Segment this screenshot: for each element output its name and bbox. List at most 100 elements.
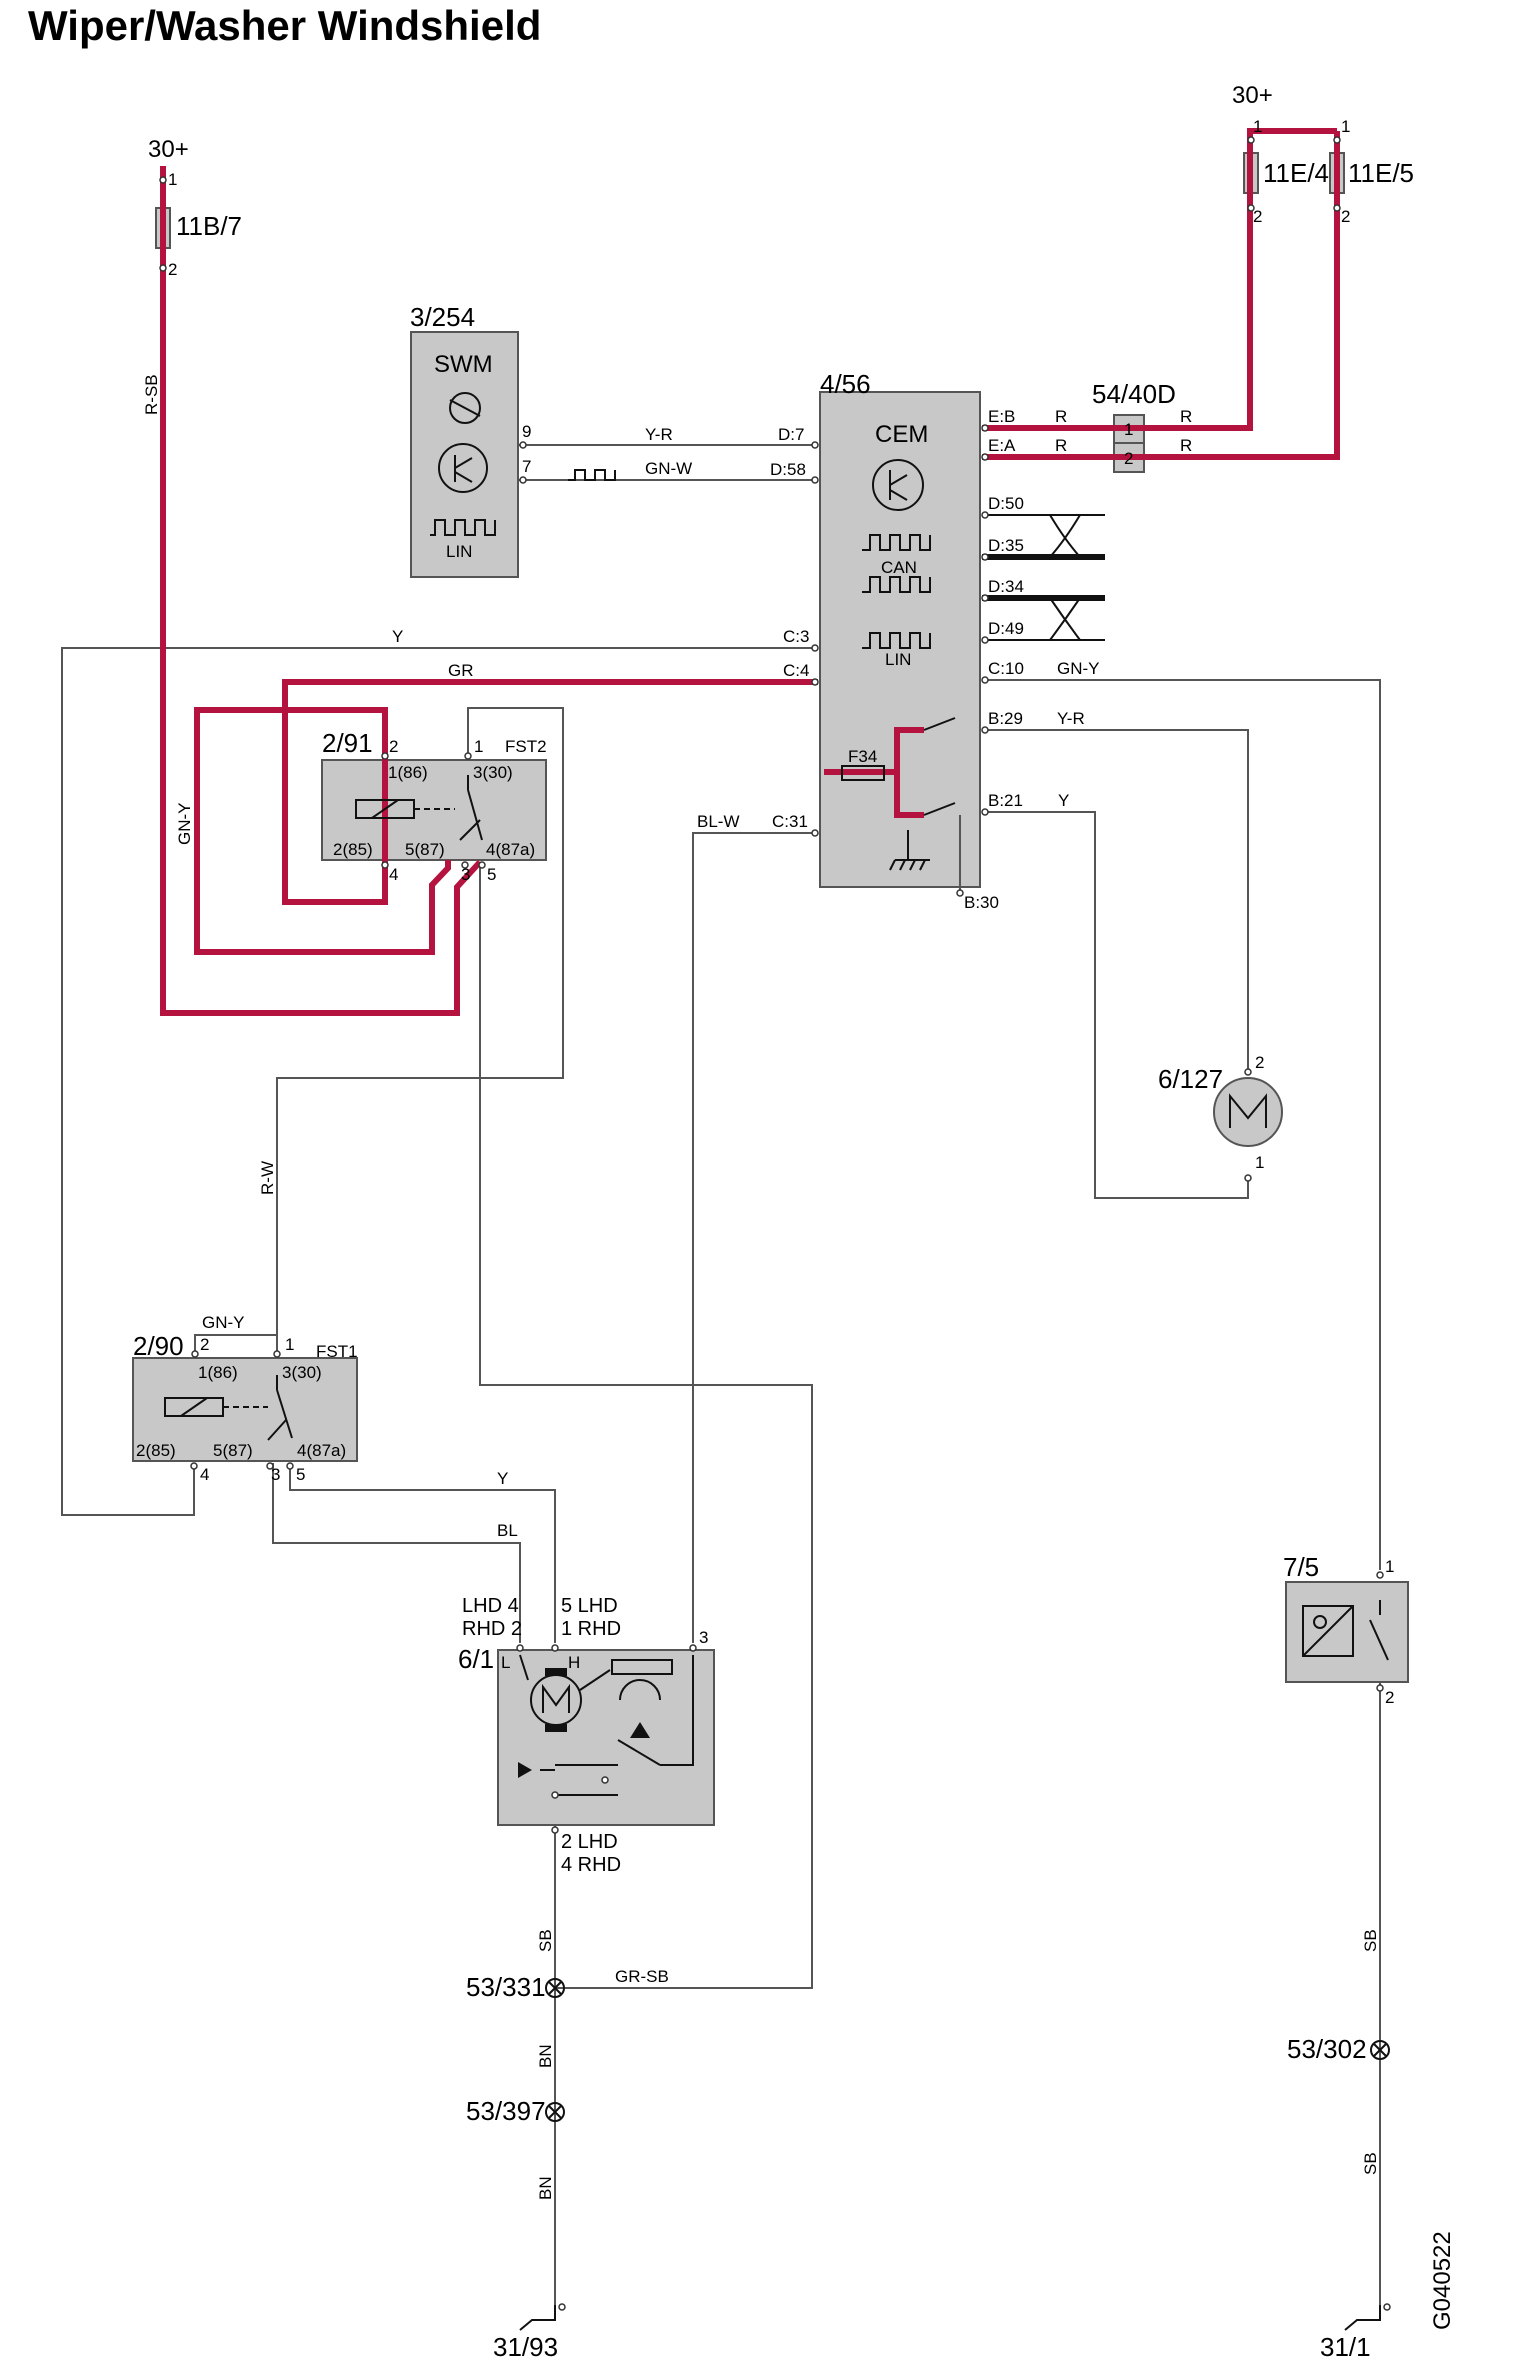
svg-text:FST1: FST1 xyxy=(316,1342,358,1361)
wire-bl-w xyxy=(692,832,818,1643)
svg-text:R-SB: R-SB xyxy=(142,374,161,415)
wiper-motor-box xyxy=(497,1649,715,1826)
svg-text:2: 2 xyxy=(200,1335,209,1354)
power-left-label: 30+ xyxy=(148,136,189,163)
fuse-11e4-label: 11E/4 xyxy=(1263,158,1329,188)
fuse-11b7-label: 11B/7 xyxy=(176,211,242,241)
svg-text:R: R xyxy=(1055,407,1067,426)
svg-text:LIN: LIN xyxy=(446,542,472,561)
ground-53-331: 53/331 xyxy=(466,1972,546,2002)
svg-text:B:21: B:21 xyxy=(988,791,1023,810)
cem-name: CEM xyxy=(875,421,928,448)
wire-y-motor xyxy=(289,1463,556,1643)
svg-text:BL: BL xyxy=(497,1521,518,1540)
svg-text:7: 7 xyxy=(522,457,531,476)
svg-text:Y-R: Y-R xyxy=(645,425,673,444)
svg-text:BN: BN xyxy=(536,2044,555,2068)
svg-text:F34: F34 xyxy=(848,747,877,766)
diagram-title: Wiper/Washer Windshield xyxy=(28,2,541,49)
relay-fst1-box xyxy=(132,1357,358,1462)
svg-text:B:29: B:29 xyxy=(988,709,1023,728)
svg-text:Y-R: Y-R xyxy=(1057,709,1085,728)
wire-r-w xyxy=(276,707,564,1355)
svg-text:1: 1 xyxy=(1341,117,1350,136)
svg-text:4 RHD: 4 RHD xyxy=(561,1854,621,1876)
svg-text:R: R xyxy=(1180,436,1192,455)
ground-53-397: 53/397 xyxy=(466,2096,546,2126)
wire-y-b21 xyxy=(982,811,1249,1199)
svg-text:GN-Y: GN-Y xyxy=(202,1313,245,1332)
svg-text:GR-SB: GR-SB xyxy=(615,1967,669,1986)
gn-w-signal-icon xyxy=(568,469,616,481)
wire-gn-y-c10 xyxy=(982,679,1381,1570)
svg-text:3(30): 3(30) xyxy=(282,1363,322,1382)
svg-text:5 LHD: 5 LHD xyxy=(561,1595,618,1617)
swm-name: SWM xyxy=(434,351,493,378)
svg-text:L: L xyxy=(501,1653,510,1672)
svg-text:FST2: FST2 xyxy=(505,737,547,756)
svg-text:SB: SB xyxy=(536,1929,555,1952)
cem-symbols xyxy=(841,459,956,871)
svg-text:1: 1 xyxy=(1255,1153,1264,1172)
svg-text:BN: BN xyxy=(536,2176,555,2200)
svg-text:R-W: R-W xyxy=(258,1161,277,1195)
svg-text:D:7: D:7 xyxy=(778,425,804,444)
relay-fst2-symbols xyxy=(355,775,483,841)
swm-id: 3/254 xyxy=(410,302,475,332)
svg-text:RHD 2: RHD 2 xyxy=(462,1618,522,1640)
washer-pump-id: 6/127 xyxy=(1158,1064,1223,1094)
wire-gr-sb xyxy=(479,862,813,1989)
relay-fst1-symbols xyxy=(164,1375,293,1441)
svg-text:5(87): 5(87) xyxy=(405,840,445,859)
svg-text:D:34: D:34 xyxy=(988,577,1024,596)
svg-text:2: 2 xyxy=(168,260,177,279)
pins xyxy=(159,136,1384,1834)
connector-id: 54/40D xyxy=(1092,379,1176,409)
svg-text:C:10: C:10 xyxy=(988,659,1024,678)
relay-fst2-id: 2/91 xyxy=(322,728,373,758)
svg-text:LIN: LIN xyxy=(885,650,911,669)
reference-code: G040522 xyxy=(1429,2231,1456,2330)
wire-gn-y-fst1 xyxy=(194,1334,278,1356)
svg-text:3: 3 xyxy=(271,1465,280,1484)
svg-text:2: 2 xyxy=(1253,207,1262,226)
svg-text:1(86): 1(86) xyxy=(198,1363,238,1382)
svg-text:3(30): 3(30) xyxy=(473,763,513,782)
relay-fst1-id: 2/90 xyxy=(133,1331,184,1361)
svg-text:1: 1 xyxy=(1253,117,1262,136)
svg-text:E:A: E:A xyxy=(988,436,1016,455)
svg-text:2 LHD: 2 LHD xyxy=(561,1831,618,1853)
svg-text:2(85): 2(85) xyxy=(136,1441,176,1460)
wire-r-eb xyxy=(982,128,1337,431)
svg-text:1(86): 1(86) xyxy=(388,763,428,782)
swm-symbols xyxy=(430,392,496,536)
cem-f34-path xyxy=(824,727,924,775)
svg-text:D:49: D:49 xyxy=(988,619,1024,638)
wiper-motor-id: 6/1 xyxy=(458,1644,494,1674)
svg-text:Y: Y xyxy=(497,1469,508,1488)
svg-text:5(87): 5(87) xyxy=(213,1441,253,1460)
svg-text:1: 1 xyxy=(168,170,177,189)
power-right-label: 30+ xyxy=(1232,82,1273,109)
svg-text:4(87a): 4(87a) xyxy=(486,840,535,859)
wire-y-r-b29 xyxy=(982,729,1249,1070)
switch-75-box xyxy=(1285,1581,1409,1683)
washer-pump-motor xyxy=(1213,1077,1283,1147)
wire-r-sb xyxy=(160,166,483,1016)
svg-text:GN-W: GN-W xyxy=(645,459,692,478)
svg-text:R: R xyxy=(1180,407,1192,426)
svg-text:C:4: C:4 xyxy=(783,661,809,680)
svg-text:R: R xyxy=(1055,436,1067,455)
wire-y-c3 xyxy=(61,647,818,1516)
svg-text:3: 3 xyxy=(461,865,470,884)
svg-text:D:58: D:58 xyxy=(770,460,806,479)
switch-75-symbols xyxy=(1302,1600,1389,1661)
svg-text:4: 4 xyxy=(200,1465,209,1484)
svg-text:2: 2 xyxy=(389,737,398,756)
svg-text:Y: Y xyxy=(1058,791,1069,810)
fuse-11e5-label: 11E/5 xyxy=(1348,158,1414,188)
svg-text:1: 1 xyxy=(1124,420,1133,439)
ground-31-1: 31/1 xyxy=(1320,2332,1371,2362)
svg-text:1: 1 xyxy=(1385,1557,1394,1576)
svg-text:2: 2 xyxy=(1255,1053,1264,1072)
